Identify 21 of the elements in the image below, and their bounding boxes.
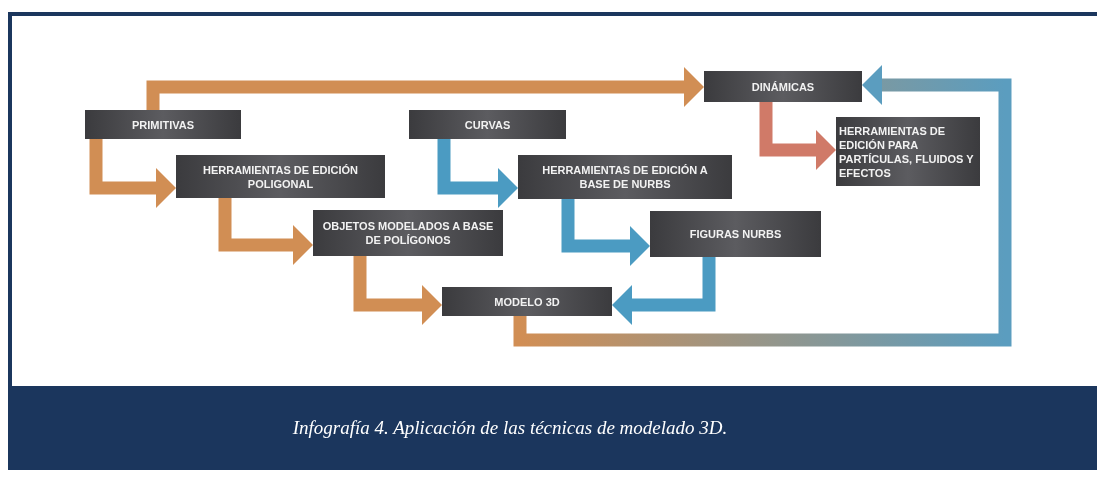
- process-box: [518, 155, 732, 199]
- box-label: OBJETOS MODELADOS A BASE DE POLÍGONOS: [321, 219, 495, 247]
- process-box: [409, 110, 566, 139]
- process-box: [85, 110, 241, 139]
- process-box: [313, 210, 503, 256]
- arrow: [146, 67, 704, 110]
- box-label: HERRAMIENTAS DE EDICIÓN A BASE DE NURBS: [541, 163, 709, 191]
- box-label: CURVAS: [464, 117, 511, 132]
- process-box: [650, 211, 821, 257]
- process-box: [442, 287, 612, 316]
- box-label: PRIMITIVAS: [131, 117, 195, 132]
- process-box: [704, 71, 862, 102]
- arrow: [513, 65, 1012, 347]
- box-label: FIGURAS NURBS: [689, 227, 782, 241]
- process-box: [836, 117, 980, 186]
- box-label: HERRAMIENTAS DE EDICIÓN POLIGONAL: [202, 162, 359, 191]
- box-label: MODELO 3D: [494, 294, 560, 309]
- caption: Infografía 4. Aplicación de las técnicas de modelado 3D.: [292, 415, 728, 440]
- box-label: HERRAMIENTAS DE EDICIÓN PARA PARTÍCULAS, FLUIDOS Y EFECTOS: [839, 123, 975, 180]
- box-label: DINÁMICAS: [751, 79, 815, 94]
- process-box: [176, 155, 385, 198]
